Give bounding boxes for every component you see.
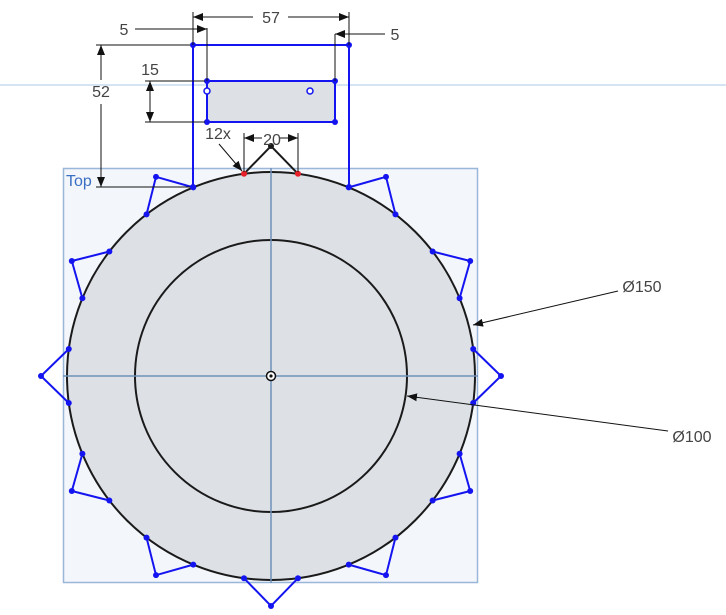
midpoint-marker[interactable] bbox=[306, 87, 314, 95]
tooth-vertex[interactable] bbox=[241, 170, 248, 177]
tooth-vertex[interactable] bbox=[241, 575, 248, 582]
dimension-width[interactable]: 57 bbox=[262, 10, 280, 27]
tooth-vertex[interactable] bbox=[153, 572, 159, 579]
tooth-vertex[interactable] bbox=[467, 488, 474, 494]
tooth-vertex[interactable] bbox=[268, 143, 274, 149]
tooth-vertex[interactable] bbox=[68, 258, 75, 264]
tooth-vertex[interactable] bbox=[383, 572, 389, 579]
tooth-vertex[interactable] bbox=[143, 534, 150, 541]
tooth-vertex[interactable] bbox=[190, 561, 197, 568]
midpoint-marker[interactable] bbox=[203, 87, 211, 95]
tooth-vertex[interactable] bbox=[294, 575, 301, 582]
dimension-outer-diameter[interactable]: Ø150 bbox=[622, 279, 661, 296]
tooth-vertex[interactable] bbox=[65, 346, 72, 353]
tooth-vertex[interactable] bbox=[456, 450, 463, 457]
tooth-vertex[interactable] bbox=[79, 450, 86, 457]
tooth-vertex[interactable] bbox=[79, 295, 86, 302]
tooth-vertex[interactable] bbox=[38, 373, 44, 379]
tooth-vertex[interactable] bbox=[68, 488, 75, 494]
tooth-vertex[interactable] bbox=[470, 346, 477, 353]
tooth-vertex[interactable] bbox=[429, 248, 436, 255]
tooth-vertex[interactable] bbox=[294, 170, 301, 177]
dimension-left-offset[interactable]: 5 bbox=[120, 22, 129, 39]
tooth-vertex[interactable] bbox=[498, 373, 504, 379]
tooth-vertex[interactable] bbox=[467, 258, 474, 264]
tooth-vertex[interactable] bbox=[429, 497, 436, 504]
top-plane-label[interactable]: Top bbox=[66, 173, 92, 190]
mount-rectangle[interactable] bbox=[192, 44, 350, 187]
tooth-vertex[interactable] bbox=[65, 399, 72, 406]
dimension-right-offset[interactable]: 5 bbox=[391, 27, 400, 44]
tooth-vertex[interactable] bbox=[392, 534, 399, 541]
gear-teeth[interactable] bbox=[38, 143, 504, 609]
slot-face[interactable] bbox=[206, 80, 336, 123]
dimension-tooth-width[interactable]: 20 bbox=[263, 132, 281, 149]
tooth-vertex[interactable] bbox=[268, 603, 274, 609]
dimension-height[interactable]: 52 bbox=[92, 84, 110, 101]
tooth-vertex[interactable] bbox=[456, 295, 463, 302]
pattern-count[interactable]: 12x bbox=[205, 126, 231, 143]
tooth-vertex[interactable] bbox=[345, 561, 352, 568]
tooth-vertex[interactable] bbox=[383, 173, 389, 180]
tooth-vertex[interactable] bbox=[143, 211, 150, 218]
tooth-vertex[interactable] bbox=[106, 497, 113, 504]
tooth-vertex[interactable] bbox=[106, 248, 113, 255]
tooth-vertex[interactable] bbox=[392, 211, 399, 218]
tooth-vertex[interactable] bbox=[153, 173, 159, 180]
dimension-inner-diameter[interactable]: Ø100 bbox=[672, 429, 711, 446]
origin-dot bbox=[269, 374, 273, 378]
dimension-slot-height[interactable]: 15 bbox=[141, 62, 159, 79]
